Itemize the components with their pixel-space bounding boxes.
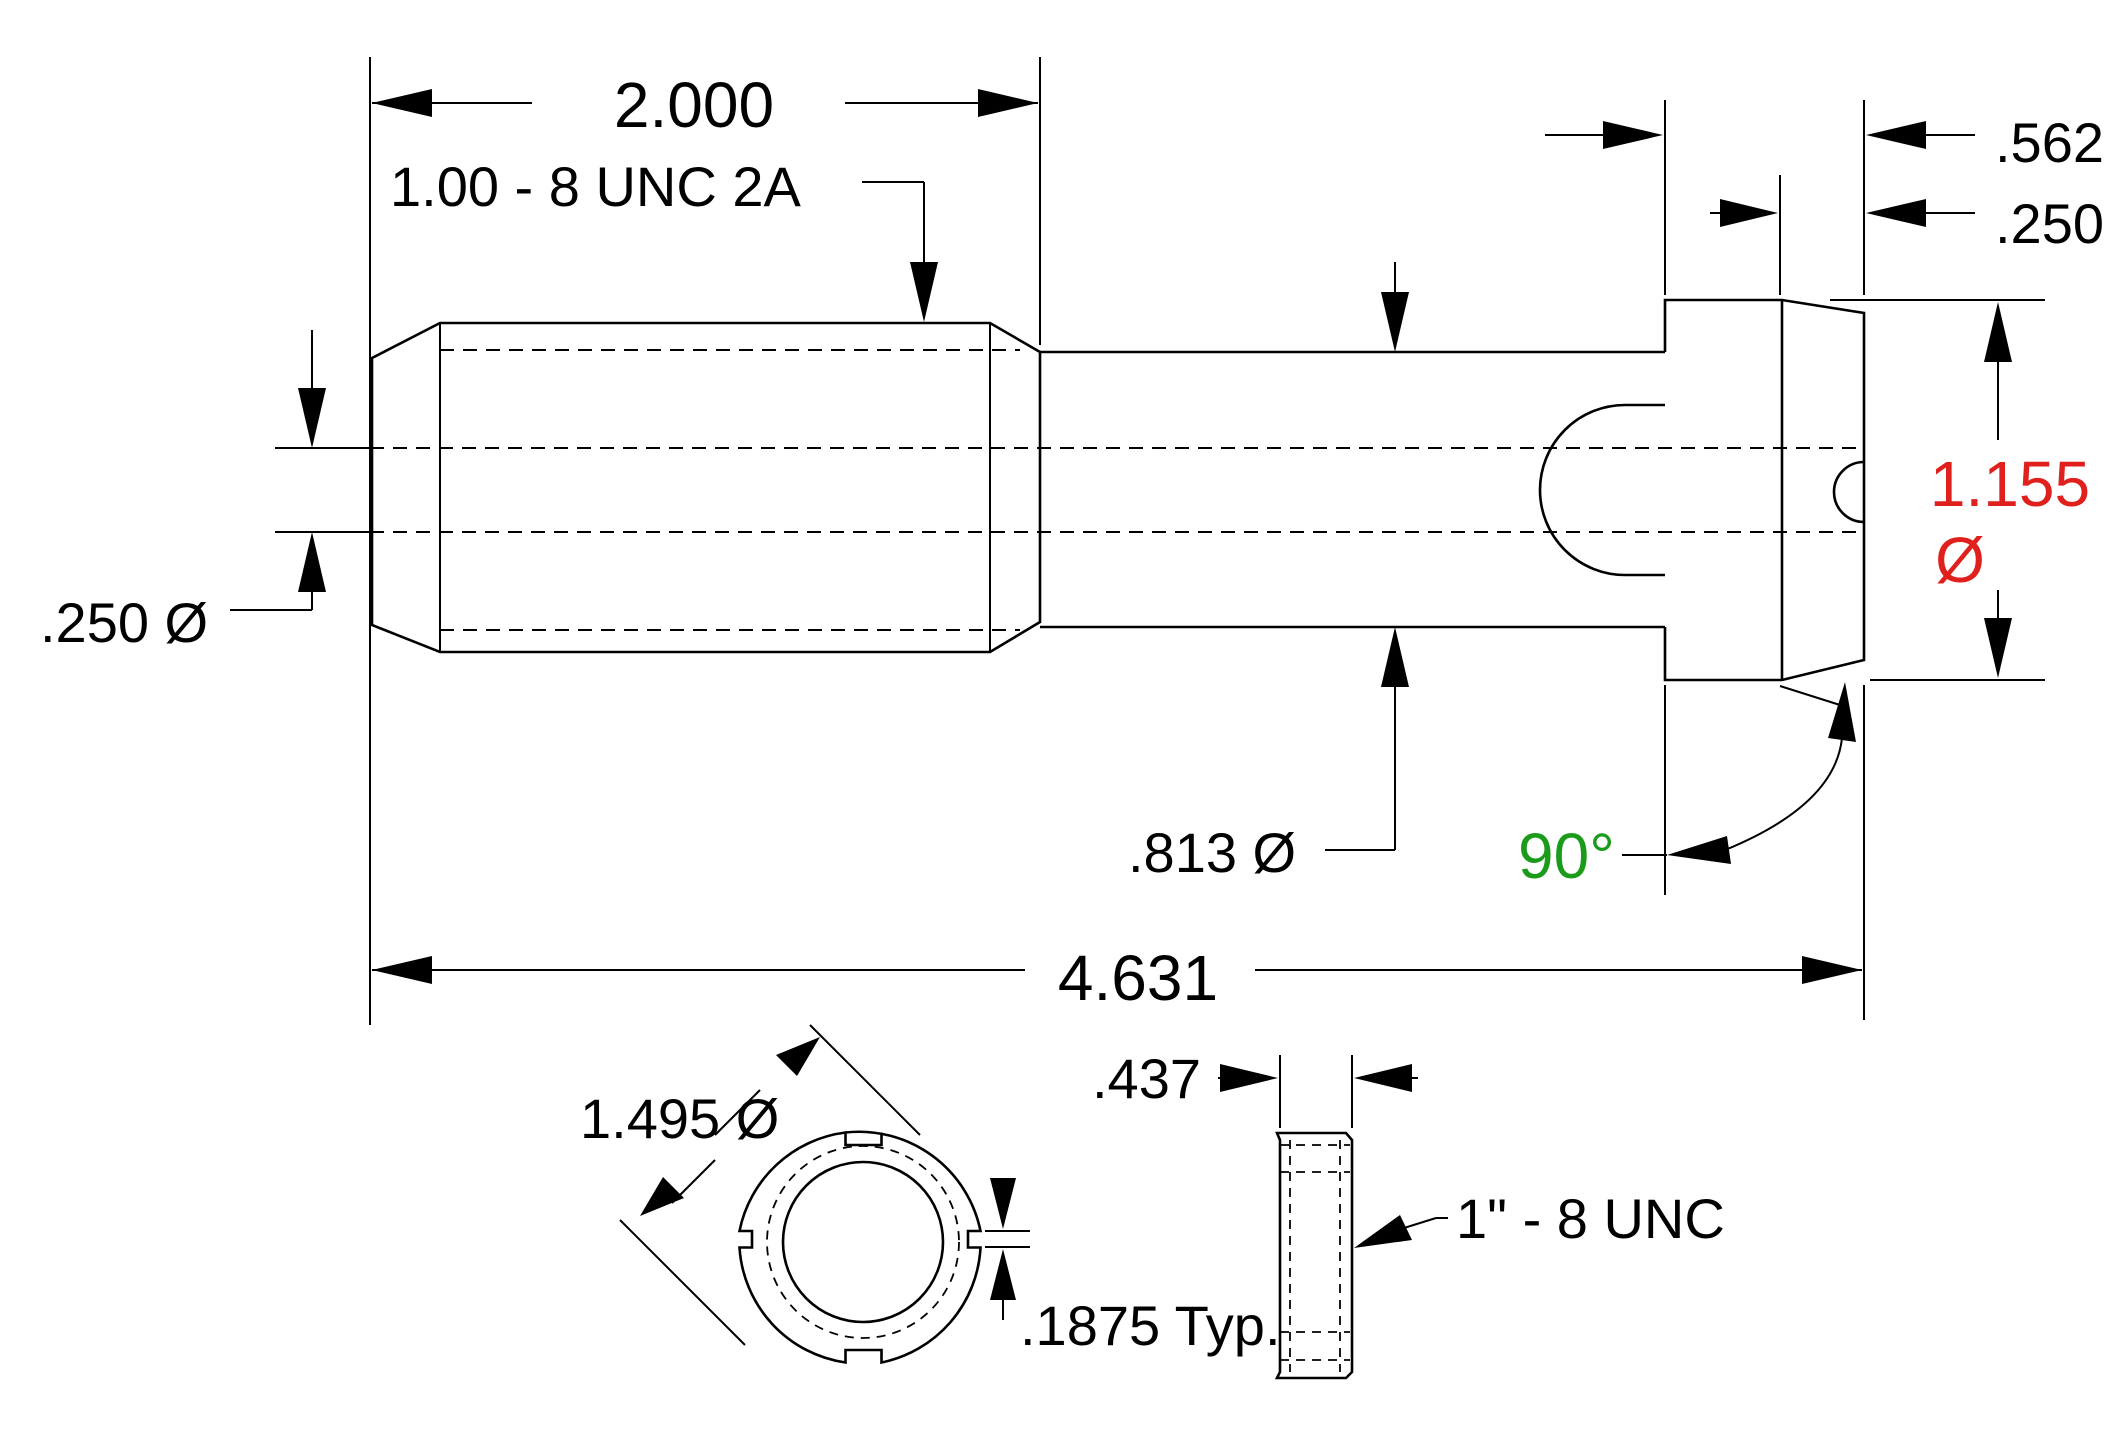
dim-thread-length: 2.000	[372, 69, 1038, 141]
dim-hole-diameter: .250 Ø	[40, 330, 326, 654]
cross-hole-arc	[1538, 403, 1665, 577]
head-diameter-value: 1.155	[1930, 448, 2090, 520]
bolt-profile	[278, 298, 1866, 682]
nut-end-view	[737, 1130, 983, 1365]
dim-chamfer-angle: 90°	[1518, 682, 1856, 892]
nut-bore	[781, 1160, 945, 1324]
chamfer-angle-label: 90°	[1518, 820, 1615, 892]
thread-spec-label: 1.00 - 8 UNC 2A	[390, 155, 801, 218]
dim-overall-length: 4.631	[372, 942, 1862, 1014]
nut-diameter-label: 1.495 Ø	[580, 1087, 779, 1150]
extension-lines	[275, 57, 2045, 1025]
nut-width-label: .437	[1092, 1047, 1201, 1110]
nut-side-view	[1274, 1131, 1354, 1380]
nut-outline	[737, 1130, 983, 1365]
dim-nut-width: .437	[1092, 1047, 1418, 1128]
dim-head-diameter: 1.155 Ø	[1930, 302, 2090, 678]
head-flat-label: .250	[1995, 192, 2104, 255]
slot-width-label: .1875 Typ.	[1020, 1294, 1281, 1357]
threaded-section-outline	[370, 321, 1042, 654]
overall-length-label: 4.631	[1058, 942, 1218, 1014]
nut-thread-label: 1" - 8 UNC	[1456, 1187, 1725, 1250]
leader-thread-spec: 1.00 - 8 UNC 2A	[390, 155, 938, 322]
dim-nut-diameter: 1.495 Ø	[580, 1024, 921, 1346]
dim-neck-diameter: .813 Ø	[1128, 262, 1409, 884]
nut-thread-major	[766, 1145, 960, 1339]
nut-side-outline	[1274, 1131, 1354, 1380]
hole-diameter-label: .250 Ø	[40, 591, 208, 654]
head-outline	[1663, 298, 1866, 682]
neck-diameter-label: .813 Ø	[1128, 821, 1296, 884]
head-length-label: .562	[1995, 111, 2104, 174]
head-diameter-symbol: Ø	[1935, 524, 1985, 596]
thread-length-label: 2.000	[614, 69, 774, 141]
dim-slot-width: .1875 Typ.	[985, 1178, 1281, 1357]
dim-head-length: .562	[1545, 111, 2104, 174]
leader-nut-thread: 1" - 8 UNC	[1354, 1187, 1725, 1250]
end-notch-arc	[1832, 460, 1865, 524]
dim-head-flat: .250	[1710, 192, 2104, 255]
